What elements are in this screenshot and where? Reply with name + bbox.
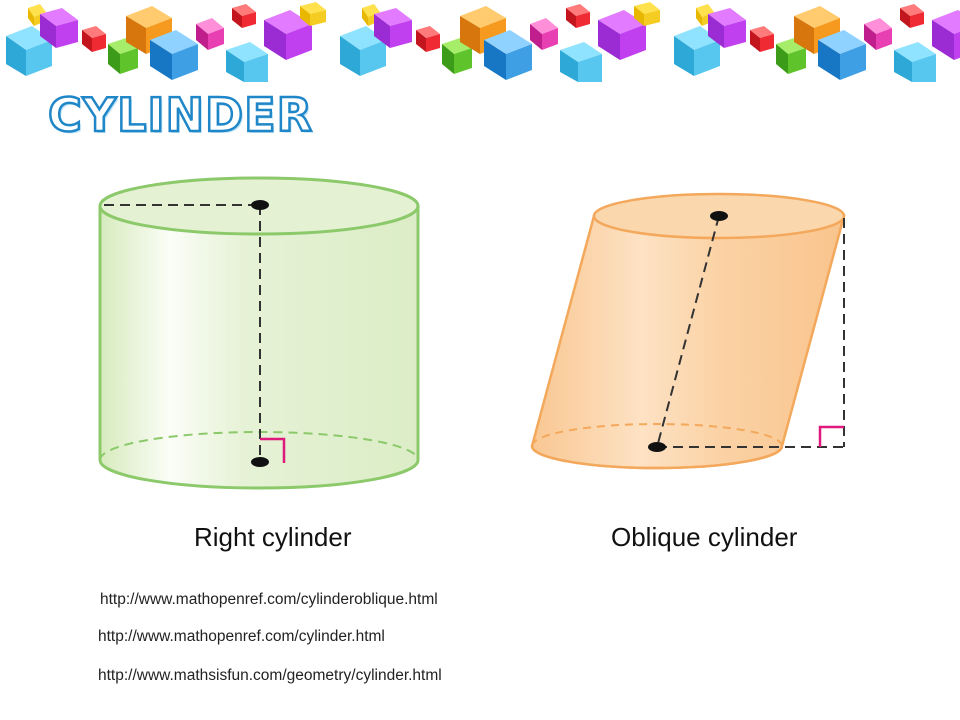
source-link[interactable]: http://www.mathsisfun.com/geometry/cylin… [98,667,442,684]
colorful-cubes-border [6,2,960,82]
oblique-cylinder-diagram [530,192,846,470]
slide-title: CYLINDER [47,87,314,144]
right-cylinder-diagram [98,176,420,490]
oblique-cylinder-caption: Oblique cylinder [611,522,798,552]
right-cylinder-caption: Right cylinder [194,522,352,552]
source-link[interactable]: http://www.mathopenref.com/cylinderobliq… [100,591,438,608]
source-link[interactable]: http://www.mathopenref.com/cylinder.html [98,628,385,645]
